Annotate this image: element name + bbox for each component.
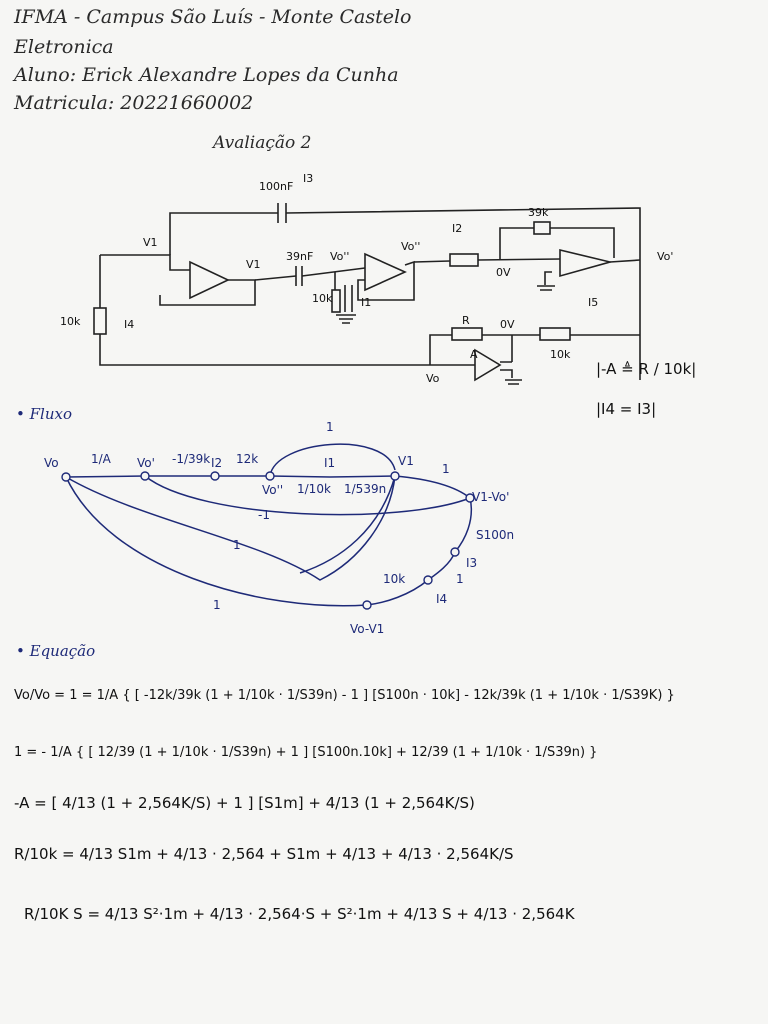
flow-gain-1a: 1/A <box>91 452 111 466</box>
note-gain: |-A ≜ R / 10k| <box>596 360 697 378</box>
r10k-left-label: 10k <box>60 315 81 328</box>
header-course: Eletronica <box>14 36 114 58</box>
flow-node-i4: I4 <box>436 592 448 606</box>
page-title: Avaliação 2 <box>213 133 312 153</box>
flow-gain-39k: -1/39k <box>172 452 211 466</box>
i1-label: I1 <box>361 296 372 309</box>
flow-gain-outer: 1 <box>213 598 221 612</box>
r10k-mid-label: 10k <box>312 292 333 305</box>
cap-39nf-label: 39nF <box>286 250 314 263</box>
i3-label: I3 <box>303 172 314 185</box>
flow-node-vo-v1: Vo-V1 <box>350 622 385 636</box>
flow-section-title: • Fluxo <box>16 405 72 423</box>
r-label: R <box>462 314 470 327</box>
i4-label: I4 <box>124 318 135 331</box>
header-institution: IFMA - Campus São Luís - Monte Castelo <box>14 6 412 28</box>
i2-label: I2 <box>452 222 463 235</box>
header-registration: Matricula: 20221660002 <box>14 92 254 114</box>
flow-node-vo: Vo <box>44 456 59 470</box>
flow-gain-inner: 1 <box>233 538 241 552</box>
vo2-label: Vo'' <box>330 250 350 263</box>
vo2b-label: Vo'' <box>401 240 421 253</box>
i5-label: I5 <box>588 296 599 309</box>
equation-2: 1 = - 1/A { [ 12/39 (1 + 1/10k · 1/S39n)… <box>14 745 598 760</box>
flow-node-i1: I1 <box>324 456 336 470</box>
flow-gain-top: 1 <box>326 420 334 434</box>
r10k-bot-label: 10k <box>550 348 571 361</box>
r39k-label: 39k <box>528 206 549 219</box>
a-label: A <box>470 348 478 361</box>
cap-100nf-label: 100nF <box>259 180 294 193</box>
flow-node-i2: I2 <box>211 456 223 470</box>
flow-gain-i3: 1 <box>456 572 464 586</box>
flow-node-vo1: Vo' <box>137 456 155 470</box>
flow-node-v1: V1 <box>398 454 414 468</box>
equation-3: -A = [ 4/13 (1 + 2,564K/S) + 1 ] [S1m] +… <box>14 794 475 812</box>
equation-1: Vo/Vo = 1 = 1/A { [ -12k/39k (1 + 1/10k … <box>14 688 675 703</box>
flow-gain-10k-bot: 10k <box>383 572 406 586</box>
ov1-label: 0V <box>496 266 511 279</box>
ov2-label: 0V <box>500 318 515 331</box>
equation-4: R/10k = 4/13 S1m + 4/13 · 2,564 + S1m + … <box>14 845 514 863</box>
flow-gain-12k: 12k <box>236 452 259 466</box>
flow-node-vo2: Vo'' <box>262 483 284 497</box>
flow-node-i3: I3 <box>466 556 478 570</box>
equation-section-title: • Equação <box>16 642 96 660</box>
note-current: |I4 = I3| <box>596 400 657 418</box>
vo1-label: Vo' <box>657 250 674 263</box>
equation-5: R/10K S = 4/13 S²·1m + 4/13 · 2,564·S + … <box>24 905 575 923</box>
flow-gain-v1: 1 <box>442 462 450 476</box>
flow-node-v1-vo1: V1-Vo' <box>472 490 510 504</box>
flow-gain-539n: 1/539n <box>344 482 387 496</box>
v1-node-label: V1 <box>143 236 158 249</box>
flow-gain-s100n: S100n <box>476 528 515 542</box>
vo-label: Vo <box>426 372 440 385</box>
v1-out-label: V1 <box>246 258 261 271</box>
flow-gain-10k: 1/10k <box>297 482 331 496</box>
header-student: Aluno: Erick Alexandre Lopes da Cunha <box>14 64 399 86</box>
flow-gain-neg1: -1 <box>258 508 270 522</box>
